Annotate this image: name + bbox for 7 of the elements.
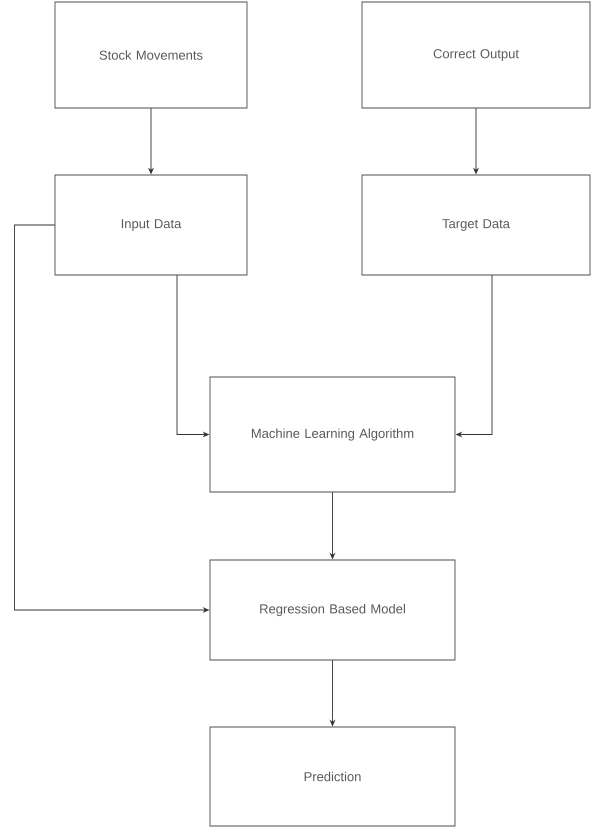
process-box: Correct Output	[362, 2, 590, 108]
process-box: Input Data	[54, 174, 248, 276]
process-box: Machine Learning Algorithm	[210, 376, 456, 492]
process-box: Regression Based Model	[210, 560, 456, 660]
process-box: Prediction	[210, 726, 456, 826]
process-box: Stock Movements	[54, 2, 248, 108]
process-box: Target Data	[362, 174, 590, 276]
